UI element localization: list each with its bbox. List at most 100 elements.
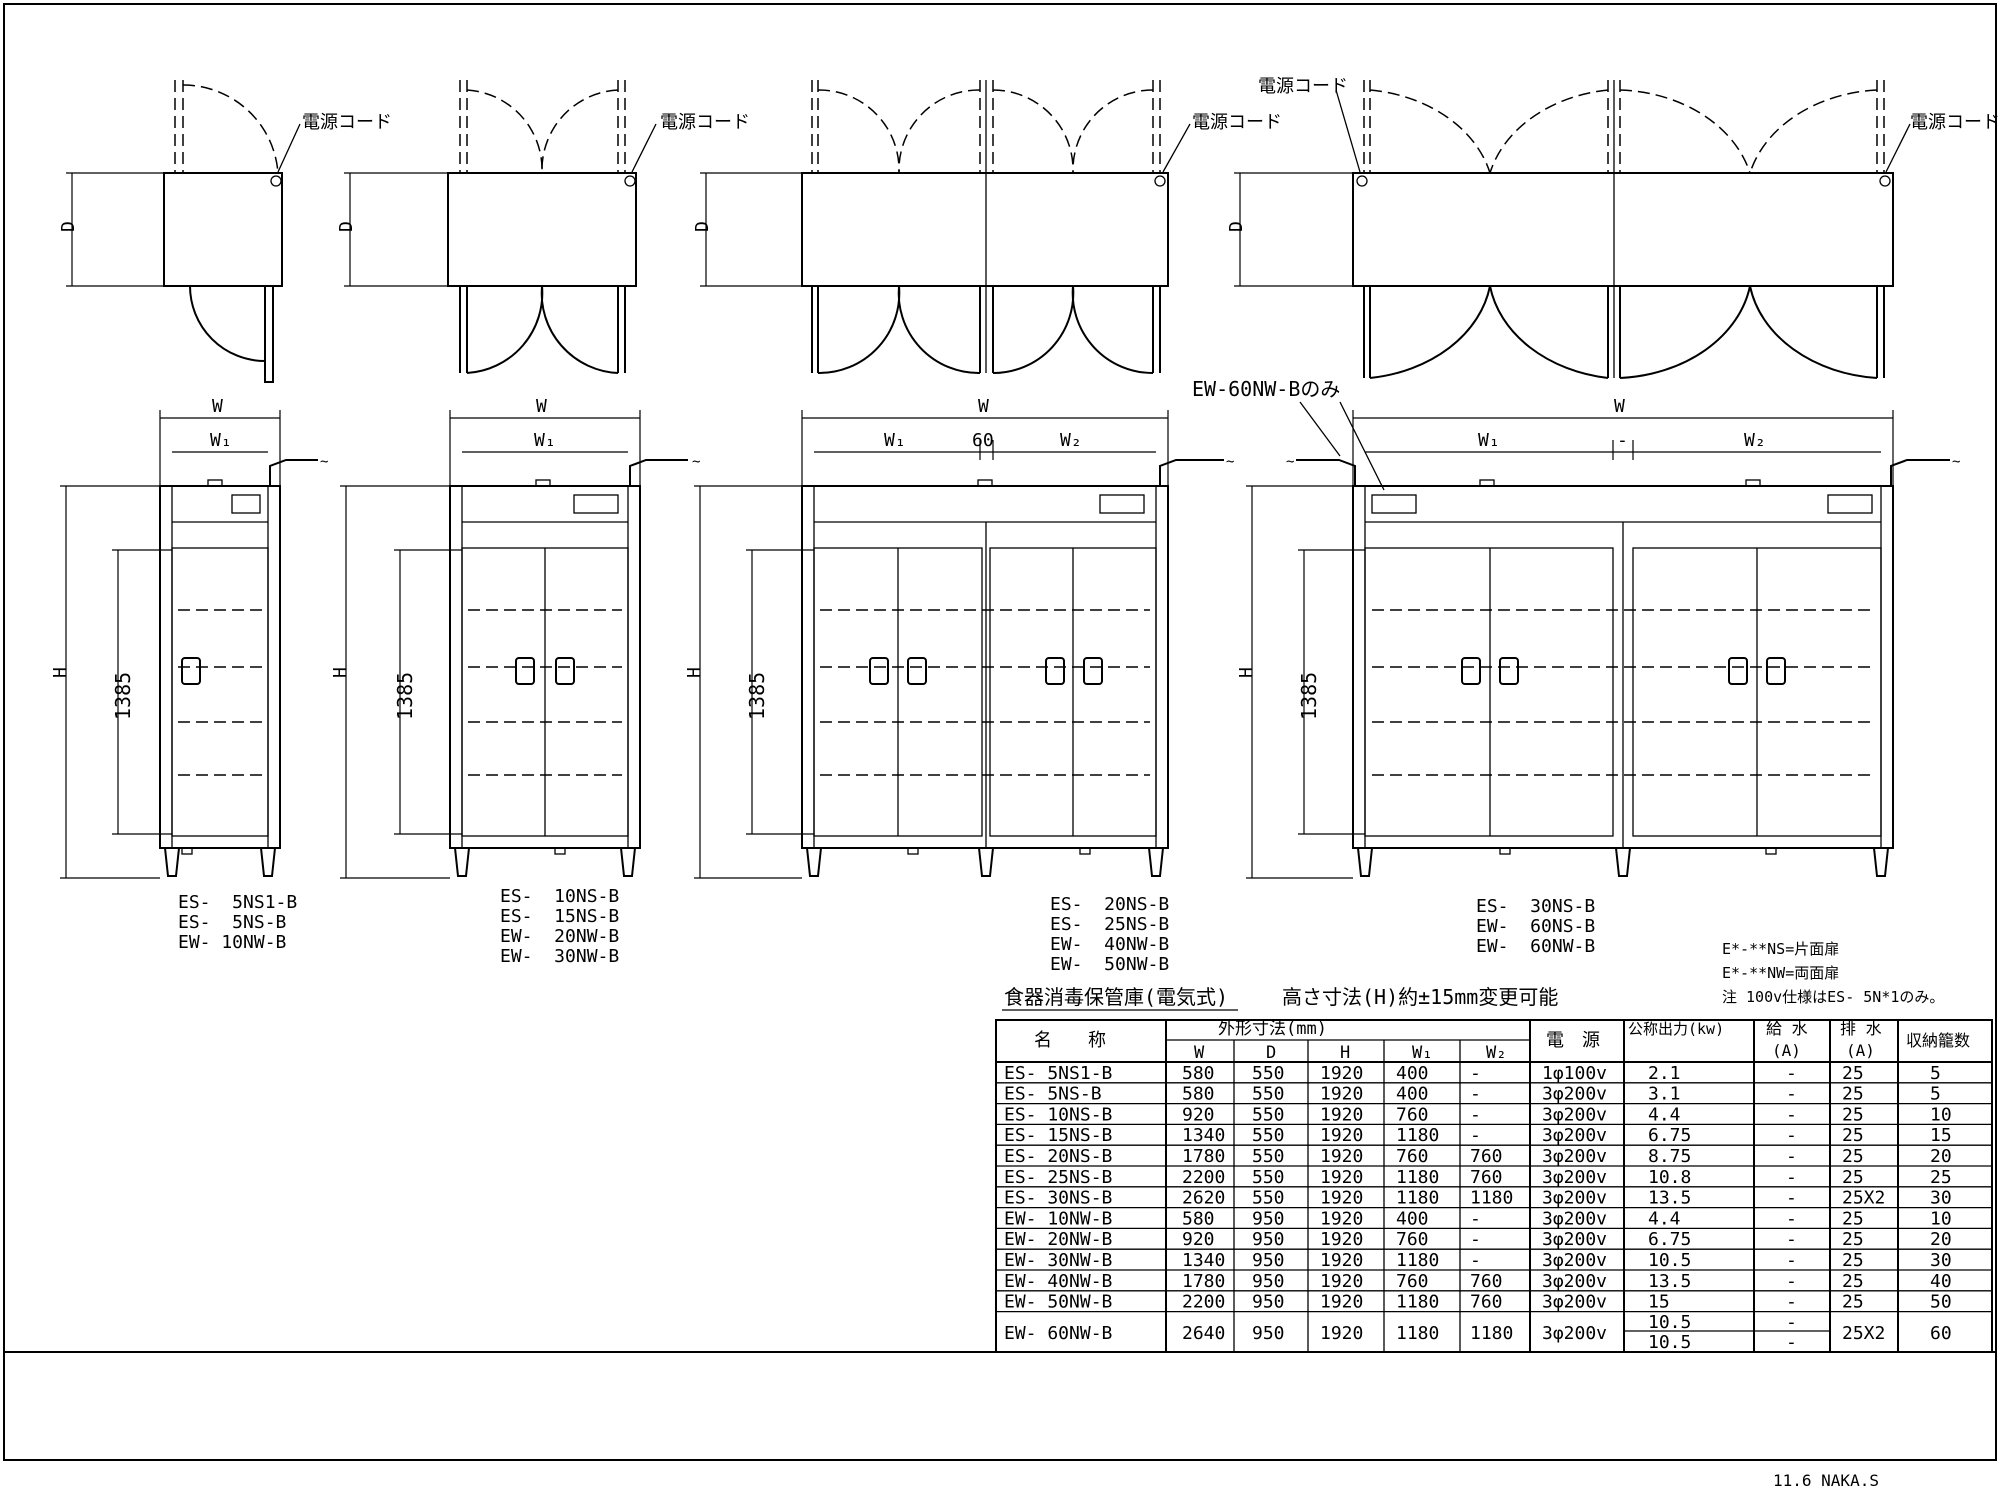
th-capacity: 収納籠数	[1906, 1031, 1970, 1050]
svg-text:-: -	[1786, 1332, 1797, 1353]
svg-text:ES- 30NS-B: ES- 30NS-B	[1476, 896, 1595, 917]
cell-capacity: 10	[1930, 1208, 1952, 1229]
cell-capacity: 5	[1930, 1084, 1941, 1105]
cell-drain: 25	[1842, 1208, 1864, 1229]
svg-text:~: ~	[692, 454, 700, 470]
cell-drain: 25X2	[1842, 1188, 1885, 1209]
cell-name: EW- 40NW-B	[1004, 1271, 1112, 1292]
cell-W1: 1180	[1396, 1188, 1439, 1209]
cell-name: ES- 5NS-B	[1004, 1084, 1102, 1105]
cell-supply: -	[1786, 1229, 1797, 1250]
cell-name: EW- 20NW-B	[1004, 1229, 1112, 1250]
cell-supply: -	[1786, 1188, 1797, 1209]
svg-text:EW- 50NW-B: EW- 50NW-B	[1050, 954, 1169, 975]
cell-drain: 25	[1842, 1229, 1864, 1250]
note-60nw-only: EW-60NW-Bのみ	[1192, 377, 1340, 401]
svg-text:~: ~	[1286, 454, 1294, 470]
svg-text:EW- 40NW-B: EW- 40NW-B	[1050, 934, 1169, 955]
cell-W1: 1180	[1396, 1125, 1439, 1146]
cell-power: 3φ200v	[1542, 1188, 1607, 1209]
cell-W: 920	[1182, 1229, 1215, 1250]
cell-output: 13.5	[1648, 1271, 1691, 1292]
cell-drain: 25	[1842, 1167, 1864, 1188]
cell-W1: 760	[1396, 1146, 1429, 1167]
cell-W: 2620	[1182, 1188, 1225, 1209]
cell-W2: -	[1470, 1208, 1481, 1229]
svg-text:1180: 1180	[1470, 1323, 1513, 1344]
cell-capacity: 20	[1930, 1146, 1952, 1167]
model-labels-1: ES- 5NS1-B ES- 5NS-B EW- 10NW-B	[178, 892, 297, 953]
cell-capacity: 25	[1930, 1167, 1952, 1188]
cell-W2: 760	[1470, 1271, 1503, 1292]
th-outer: 外形寸法(mm)	[1218, 1019, 1327, 1039]
plan-view-3: D 電源コード	[692, 80, 1282, 375]
cell-W2: 760	[1470, 1146, 1503, 1167]
svg-text:10.5: 10.5	[1648, 1312, 1691, 1333]
cell-H: 1920	[1320, 1208, 1363, 1229]
cell-drain: 25	[1842, 1125, 1864, 1146]
cell-D: 550	[1252, 1084, 1285, 1105]
th-W: W	[1194, 1043, 1205, 1063]
cell-D: 550	[1252, 1167, 1285, 1188]
cell-H: 1920	[1320, 1271, 1363, 1292]
svg-text:~: ~	[320, 454, 328, 470]
cell-D: 550	[1252, 1063, 1285, 1084]
cell-power: 3φ200v	[1542, 1292, 1607, 1313]
th-output: 公称出力(kw)	[1628, 1020, 1724, 1038]
cell-output: 4.4	[1648, 1208, 1681, 1229]
cell-drain: 25	[1842, 1292, 1864, 1313]
cell-W1: 760	[1396, 1104, 1429, 1125]
cell-power: 3φ200v	[1542, 1104, 1607, 1125]
cell-W1: 1180	[1396, 1250, 1439, 1271]
th-D: D	[1266, 1043, 1276, 1063]
dim-D: D	[58, 221, 79, 232]
dim-W1: W₁	[1478, 430, 1500, 451]
th-power: 電 源	[1546, 1030, 1600, 1051]
svg-text:25X2: 25X2	[1842, 1323, 1885, 1344]
svg-text:EW- 60NS-B: EW- 60NS-B	[1476, 916, 1595, 937]
cell-output: 8.75	[1648, 1146, 1691, 1167]
cell-output: 10.5	[1648, 1250, 1691, 1271]
dim-60: 60	[972, 430, 994, 451]
cell-W: 2200	[1182, 1292, 1225, 1313]
cell-output: 3.1	[1648, 1084, 1681, 1105]
dim-W2: W₂	[1744, 430, 1766, 451]
svg-text:ES- 5NS-B: ES- 5NS-B	[178, 912, 286, 933]
cell-name: ES- 25NS-B	[1004, 1167, 1112, 1188]
cell-H: 1920	[1320, 1104, 1363, 1125]
cell-drain: 25	[1842, 1271, 1864, 1292]
cell-name: ES- 30NS-B	[1004, 1188, 1112, 1209]
cell-W2: 760	[1470, 1292, 1503, 1313]
cell-W2: -	[1470, 1125, 1481, 1146]
dim-gap: -	[1617, 430, 1628, 451]
cell-W1: 400	[1396, 1208, 1429, 1229]
th-supply: 給 水	[1766, 1019, 1808, 1038]
front-view-4: ~ ~ H 1385 W W₁ - W₂ EW-60NW-Bのみ	[1192, 377, 1960, 879]
svg-text:1920: 1920	[1320, 1323, 1363, 1344]
cell-supply: -	[1786, 1167, 1797, 1188]
front-view-3: ~ H 1385 W W₁ 60 W₂	[684, 396, 1234, 879]
note-double-door: E*-**NW=両面扉	[1722, 964, 1839, 982]
front-view-1: ~ H 1385 W W₁	[50, 396, 328, 879]
cell-power: 3φ200v	[1542, 1084, 1607, 1105]
dim-W: W	[1614, 396, 1625, 417]
cell-H: 1920	[1320, 1229, 1363, 1250]
cell-W2: -	[1470, 1250, 1481, 1271]
cell-W: 580	[1182, 1208, 1215, 1229]
cell-W: 2200	[1182, 1167, 1225, 1188]
dim-W1: W₁	[534, 430, 556, 451]
svg-text:60: 60	[1930, 1323, 1952, 1344]
cell-H: 1920	[1320, 1084, 1363, 1105]
power-cord-label: 電源コード	[1258, 76, 1348, 97]
dim-1385: 1385	[393, 672, 417, 720]
svg-text:10.5: 10.5	[1648, 1332, 1691, 1353]
cell-W: 1340	[1182, 1250, 1225, 1271]
th-W2: W₂	[1486, 1043, 1506, 1063]
